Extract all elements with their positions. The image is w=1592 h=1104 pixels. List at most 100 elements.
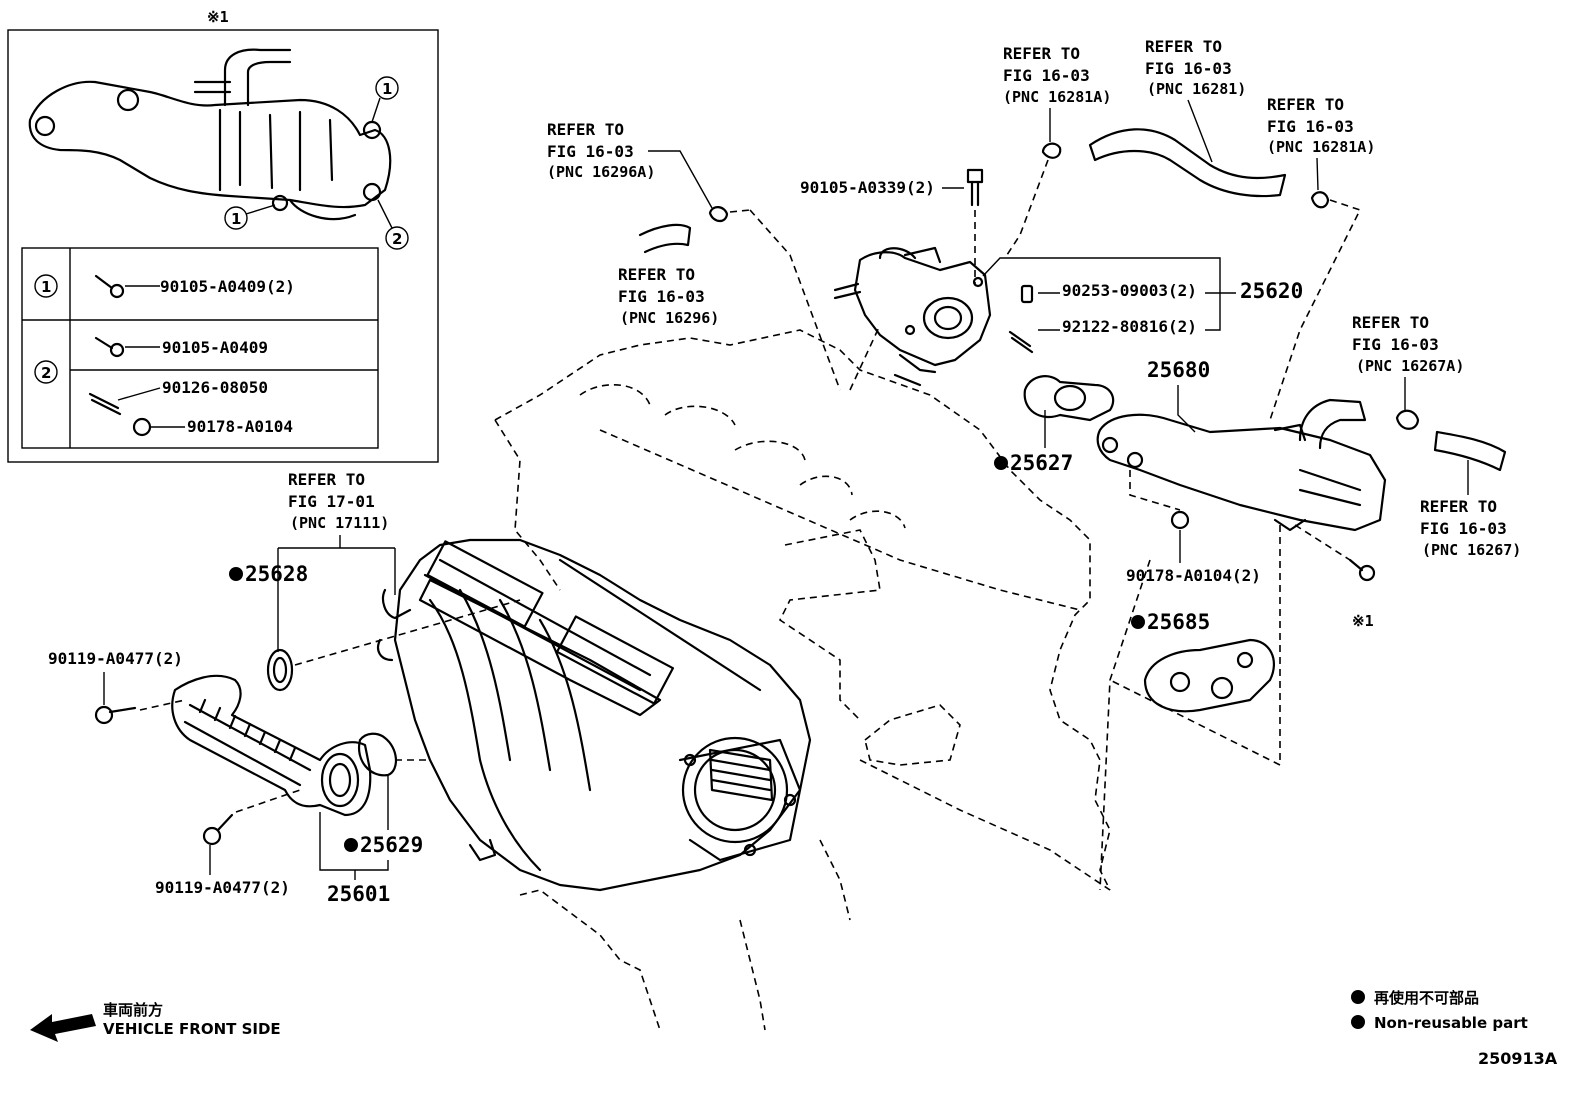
inset-marker: ※1 bbox=[207, 8, 229, 26]
clamp-16267A bbox=[1395, 409, 1420, 430]
front-arrow-icon bbox=[30, 1014, 96, 1042]
direction-jp: 車両前方 bbox=[103, 1001, 163, 1019]
hose-16281 bbox=[1088, 128, 1287, 198]
table-part-90105-A0409-2: 90105-A0409(2) bbox=[160, 277, 295, 296]
label-90178-A0104: 90178-A0104(2) bbox=[1126, 530, 1261, 585]
svg-text:90119-A0477(2): 90119-A0477(2) bbox=[48, 649, 183, 668]
table-part-90178-A0104: 90178-A0104 bbox=[187, 417, 293, 436]
gasket-25627 bbox=[1023, 375, 1115, 422]
clamp-16296A bbox=[708, 206, 729, 223]
svg-text:FIG 16-03: FIG 16-03 bbox=[618, 287, 705, 306]
legend-en: Non-reusable part bbox=[1374, 1014, 1528, 1032]
svg-text:25620: 25620 bbox=[1240, 279, 1303, 303]
engine-block-outline bbox=[494, 329, 1111, 1031]
gasket-25628 bbox=[266, 648, 294, 692]
ref-16296A: REFER TO FIG 16-03 (PNC 16296A) bbox=[547, 120, 713, 209]
label-25601: 25601 bbox=[319, 812, 390, 906]
bypass-pipe-assembly bbox=[94, 599, 521, 846]
svg-text:REFER TO: REFER TO bbox=[1352, 313, 1429, 332]
hose-clamps bbox=[638, 128, 1507, 472]
bolt-90119-top-icon bbox=[94, 705, 137, 725]
label-90105-A0339: 90105-A0339(2) bbox=[800, 178, 964, 197]
svg-text:25685: 25685 bbox=[1147, 610, 1210, 634]
svg-text:FIG 16-03: FIG 16-03 bbox=[1352, 335, 1439, 354]
clamp-16281A-right bbox=[1310, 191, 1330, 209]
label-25628: 25628 bbox=[229, 562, 308, 586]
svg-text:1: 1 bbox=[231, 210, 241, 228]
legend-jp: 再使用不可部品 bbox=[1374, 989, 1479, 1007]
bolt-icon bbox=[94, 336, 125, 358]
svg-text:1: 1 bbox=[382, 80, 392, 98]
bolt-icon bbox=[94, 274, 125, 299]
direction-en: VEHICLE FRONT SIDE bbox=[103, 1020, 281, 1038]
table-key-1-circle bbox=[34, 274, 58, 298]
label-25680: 25680 bbox=[1147, 358, 1210, 433]
egr-pipe-25680 bbox=[1023, 375, 1387, 891]
label-90119-bottom: 90119-A0477(2) bbox=[155, 845, 290, 897]
ref-16281A-right: REFER TO FIG 16-03 (PNC 16281A) bbox=[1267, 95, 1375, 191]
svg-text:REFER TO: REFER TO bbox=[288, 470, 365, 489]
stud-92122-icon bbox=[1008, 330, 1034, 354]
legend-dot-icon bbox=[1351, 990, 1365, 1004]
svg-text:FIG 16-03: FIG 16-03 bbox=[1420, 519, 1507, 538]
gasket-25629 bbox=[357, 732, 397, 777]
clamp-16281A-left bbox=[1041, 142, 1062, 159]
svg-text:90253-09003(2): 90253-09003(2) bbox=[1062, 281, 1197, 300]
non-reusable-dot bbox=[344, 838, 358, 852]
legend-dot-icon bbox=[1351, 1015, 1365, 1029]
label-25685: 25685 bbox=[1131, 610, 1210, 634]
ref-16281A-left: REFER TO FIG 16-03 (PNC 16281A) bbox=[1003, 44, 1111, 142]
egr-valve bbox=[749, 168, 1034, 391]
bolt-90119-bottom-icon bbox=[202, 813, 234, 846]
svg-text:(PNC 17111): (PNC 17111) bbox=[290, 514, 389, 532]
svg-text:REFER TO: REFER TO bbox=[1420, 497, 1497, 516]
bolt-90105-A0339-icon bbox=[966, 168, 984, 207]
ref-16267: REFER TO FIG 16-03 (PNC 16267) bbox=[1420, 460, 1521, 559]
table-part-90105-A0409: 90105-A0409 bbox=[162, 338, 268, 357]
svg-text:FIG 17-01: FIG 17-01 bbox=[288, 492, 375, 511]
label-25627: 25627 bbox=[994, 410, 1073, 475]
svg-text:REFER TO: REFER TO bbox=[1003, 44, 1080, 63]
label-star1: ※1 bbox=[1352, 612, 1374, 630]
non-reusable-dot bbox=[229, 567, 243, 581]
svg-text:90119-A0477(2): 90119-A0477(2) bbox=[155, 878, 290, 897]
inset-frame bbox=[7, 29, 439, 463]
svg-text:(PNC 16281): (PNC 16281) bbox=[1147, 80, 1246, 98]
ref-16281: REFER TO FIG 16-03 (PNC 16281) bbox=[1145, 37, 1246, 163]
intake-manifold bbox=[376, 538, 812, 892]
legend: 再使用不可部品 Non-reusable part bbox=[1351, 989, 1528, 1032]
svg-text:25628: 25628 bbox=[245, 562, 308, 586]
non-reusable-dot bbox=[1131, 615, 1145, 629]
ref-16267A: REFER TO FIG 16-03 (PNC 16267A) bbox=[1352, 313, 1464, 410]
vehicle-front-indicator: 車両前方 VEHICLE FRONT SIDE bbox=[30, 1001, 281, 1042]
label-25629: 25629 bbox=[344, 775, 423, 857]
table-part-90126-08050: 90126-08050 bbox=[162, 378, 268, 397]
svg-text:※1: ※1 bbox=[1352, 612, 1374, 630]
table-key-2-circle bbox=[34, 360, 58, 384]
svg-text:25680: 25680 bbox=[1147, 358, 1210, 382]
nut-90178-icon bbox=[1170, 510, 1190, 530]
label-92122: 92122-80816(2) bbox=[1038, 317, 1197, 336]
label-25620: 25620 bbox=[982, 257, 1303, 331]
svg-text:25629: 25629 bbox=[360, 833, 423, 857]
svg-text:90105-A0339(2): 90105-A0339(2) bbox=[800, 178, 935, 197]
gasket-25685 bbox=[1143, 638, 1275, 713]
table-key-2: 2 bbox=[41, 364, 51, 382]
label-90119-top: 90119-A0477(2) bbox=[48, 649, 183, 705]
svg-text:REFER TO: REFER TO bbox=[618, 265, 695, 284]
label-90253: 90253-09003(2) bbox=[1038, 281, 1197, 300]
ref-17111: REFER TO FIG 17-01 (PNC 17111) bbox=[277, 470, 396, 652]
svg-text:92122-80816(2): 92122-80816(2) bbox=[1062, 317, 1197, 336]
svg-text:REFER TO: REFER TO bbox=[1145, 37, 1222, 56]
hose-16267 bbox=[1433, 430, 1507, 472]
non-reusable-dot bbox=[994, 456, 1008, 470]
pin-90253-icon bbox=[1020, 284, 1034, 304]
figure-id: 250913A bbox=[1478, 1049, 1558, 1068]
svg-text:25627: 25627 bbox=[1010, 451, 1073, 475]
svg-text:25601: 25601 bbox=[327, 882, 390, 906]
svg-text:90178-A0104(2): 90178-A0104(2) bbox=[1126, 566, 1261, 585]
svg-text:(PNC 16267A): (PNC 16267A) bbox=[1356, 357, 1464, 375]
svg-text:(PNC 16281A): (PNC 16281A) bbox=[1003, 88, 1111, 106]
inset-bracket-illustration: 1 1 2 bbox=[28, 48, 409, 250]
